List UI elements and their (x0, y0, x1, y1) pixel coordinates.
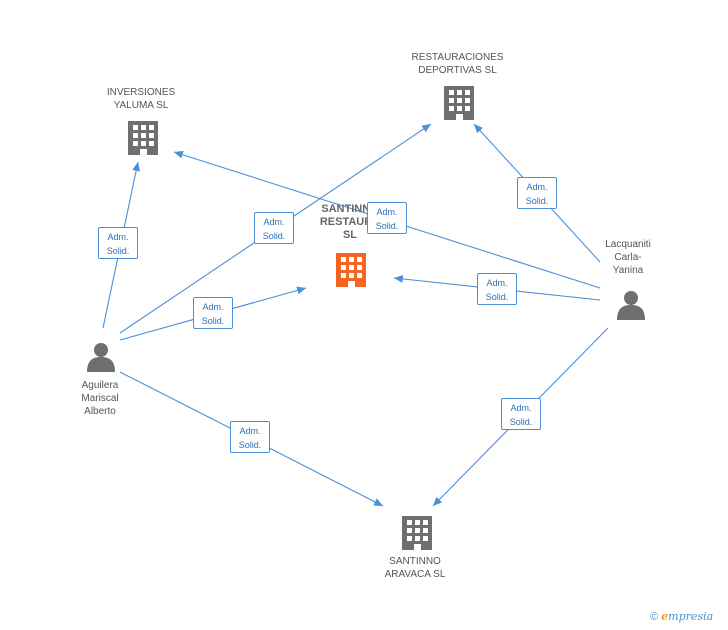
person-icon-aguilera[interactable] (87, 343, 115, 372)
label-line: RESTAURACIONES (411, 52, 504, 63)
edge-label-aguilera-center[interactable]: Adm. Solid. (193, 297, 233, 329)
edge-label-lacquaniti-restauraciones[interactable]: Adm. Solid. (517, 177, 557, 209)
edge-label-line: Solid. (106, 246, 130, 256)
edge-label-aguilera-restauraciones[interactable]: Adm. Solid. (254, 212, 294, 244)
label-line: SL (342, 229, 358, 241)
node-label-aravaca[interactable]: SANTINNO ARAVACA SL (370, 555, 460, 581)
label-line: SANTINNO (321, 203, 379, 215)
edge-label-line: Adm. (486, 278, 508, 288)
node-label-inversiones[interactable]: INVERSIONES YALUMA SL (96, 86, 186, 112)
node-label-aguilera[interactable]: Aguilera Mariscal Alberto (60, 379, 140, 418)
label-line: RESTAURA (319, 216, 381, 228)
edge-label-line: Adm. (510, 403, 532, 413)
label-line: YALUMA SL (113, 100, 169, 111)
label-line: Mariscal (81, 393, 119, 404)
edge-label-line: Adm. (202, 302, 224, 312)
label-line: Aguilera (81, 380, 119, 391)
label-line: ARAVACA SL (384, 569, 446, 580)
brand-name: mpresia (668, 610, 714, 623)
edge-label-line: Adm. (107, 232, 129, 242)
copyright-icon: © (650, 611, 659, 623)
node-label-restauraciones[interactable]: RESTAURACIONES DEPORTIVAS SL (400, 51, 515, 77)
node-label-lacquaniti[interactable]: Lacquaniti Carla- Yanina (588, 238, 668, 277)
edge-label-lacquaniti-center[interactable]: Adm. Solid. (477, 273, 517, 305)
label-line: Carla- (614, 252, 642, 263)
label-line: Lacquaniti (605, 239, 651, 250)
edge-label-line: Solid. (375, 221, 399, 231)
edge-label-line: Solid. (485, 292, 509, 302)
edge-label-line: Solid. (238, 440, 262, 450)
edge-label-aguilera-inversiones[interactable]: Adm. Solid. (98, 227, 138, 259)
building-icon-restauraciones[interactable] (444, 86, 474, 120)
node-label-center[interactable]: SANTINNO RESTAURA SL (300, 203, 400, 242)
edge-label-line: Adm. (263, 217, 285, 227)
edge-label-lacquaniti-aravaca[interactable]: Adm. Solid. (501, 398, 541, 430)
building-icon-inversiones[interactable] (128, 121, 158, 155)
edge-label-line: Adm. (526, 182, 548, 192)
label-line: Yanina (612, 265, 644, 276)
brand-initial: e (661, 610, 669, 623)
edge-label-line: Solid. (525, 196, 549, 206)
label-line: Alberto (84, 406, 116, 417)
building-icon-center[interactable] (336, 253, 366, 287)
brand-logo: empresia (661, 610, 713, 623)
edge-label-line: Solid. (262, 231, 286, 241)
person-icon-lacquaniti[interactable] (617, 291, 645, 320)
edge-label-line: Solid. (509, 417, 533, 427)
copyright-footer: © empresia (650, 610, 713, 623)
edge-label-aguilera-aravaca[interactable]: Adm. Solid. (230, 421, 270, 453)
label-line: SANTINNO (389, 556, 441, 567)
edge-label-line: Solid. (201, 316, 225, 326)
label-line: DEPORTIVAS SL (418, 65, 497, 76)
edge-label-line: Adm. (239, 426, 261, 436)
edge-label-lacquaniti-inversiones[interactable]: Adm. Solid. (367, 202, 407, 234)
edge-label-line: Adm. (376, 207, 398, 217)
building-icon-aravaca[interactable] (402, 516, 432, 550)
label-line: INVERSIONES (106, 87, 176, 98)
